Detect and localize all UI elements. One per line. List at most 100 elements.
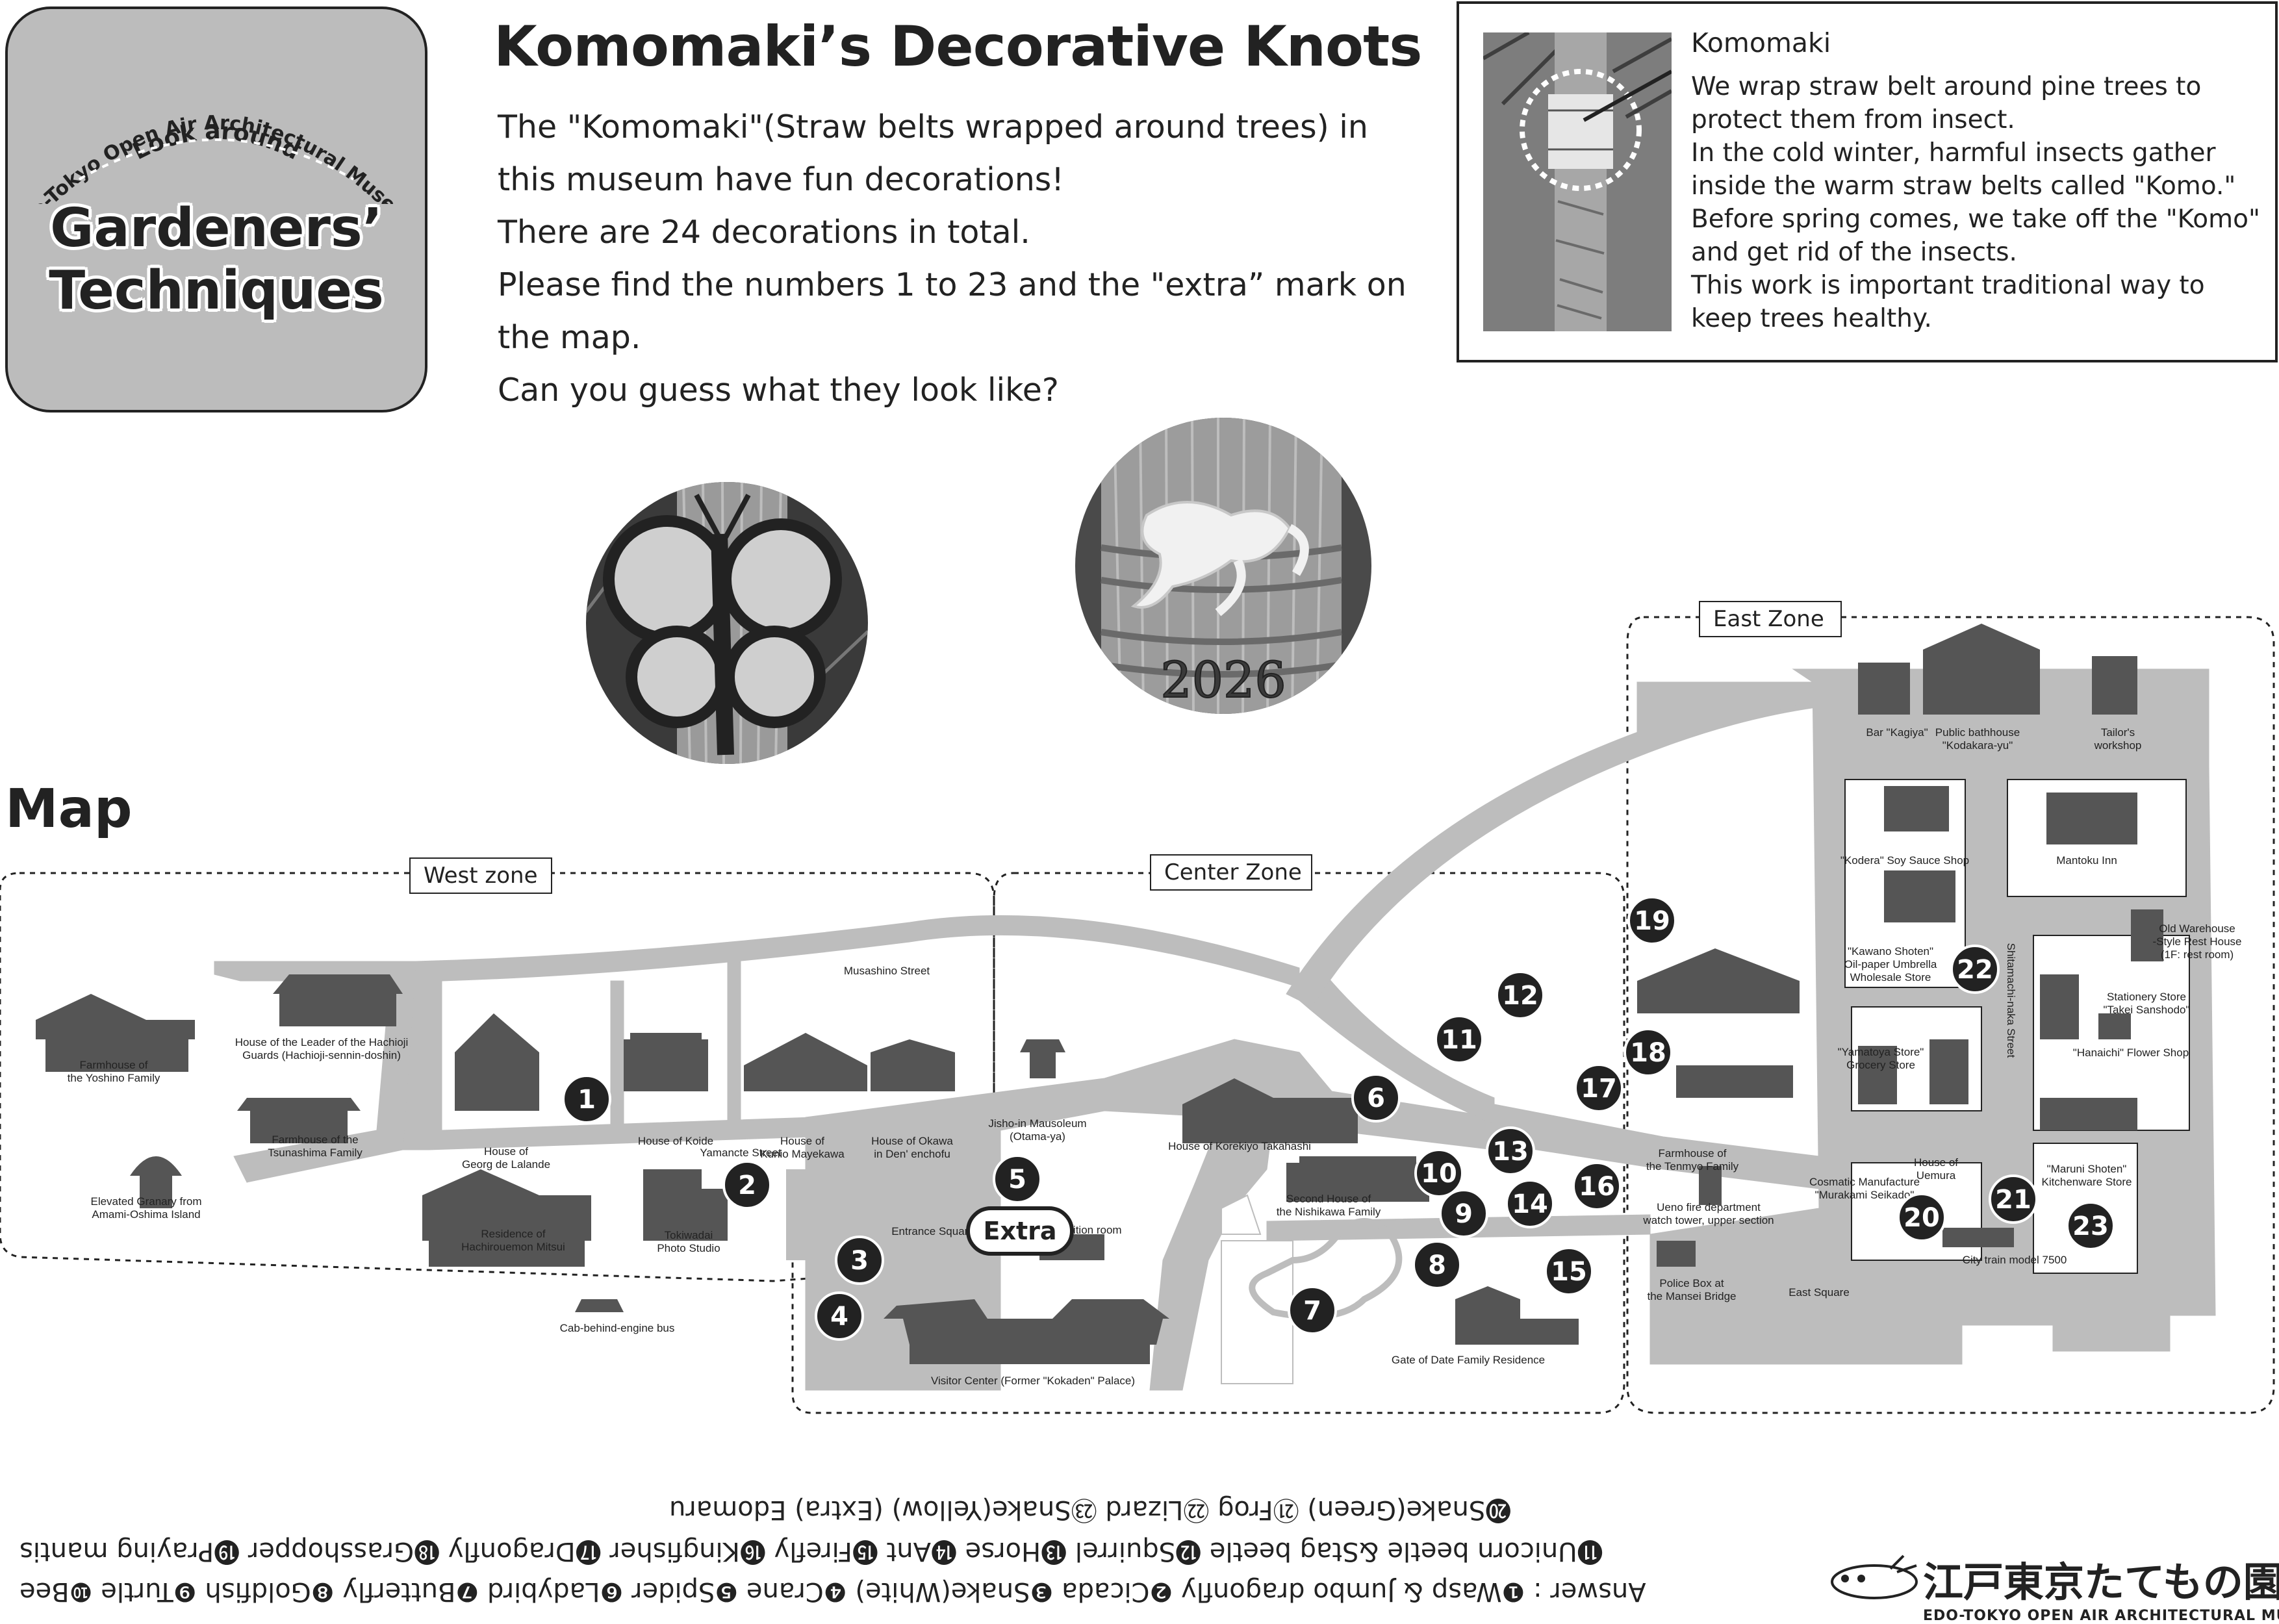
map-marker-number: 19	[1634, 906, 1670, 936]
map-marker-6: 6	[1351, 1073, 1401, 1123]
map-marker-11: 11	[1434, 1015, 1484, 1064]
building-label-koide: House of Koide	[638, 1135, 713, 1147]
komomaki-line: Before spring comes, we take off the "Ko…	[1691, 205, 2260, 234]
map-marker-circle	[1288, 1286, 1337, 1335]
building-label-jisho: Jisho-in Mausoleum(Otama-ya)	[988, 1117, 1086, 1143]
map-marker-10: 10	[1414, 1148, 1464, 1198]
road-to-east	[1494, 1104, 1820, 1189]
map-marker-circle	[1412, 1240, 1462, 1289]
map-marker-23: 23	[2066, 1201, 2115, 1250]
map-marker-7: 7	[1288, 1286, 1337, 1335]
extra-marker: Extra	[966, 1206, 1074, 1256]
logo-japanese: 江戸東京たてもの園	[1923, 1558, 2279, 1606]
building-label-maruni: "Maruni Shoten"Kitchenware Store	[2042, 1163, 2132, 1188]
map-marker-number: 23	[2072, 1212, 2109, 1241]
map-marker-number: 21	[1995, 1185, 2031, 1215]
map-marker-12: 12	[1496, 971, 1545, 1020]
map-marker-21: 21	[1989, 1174, 2038, 1224]
map-marker-circle	[1950, 945, 2000, 994]
komomaki-line: This work is important traditional way t…	[1691, 271, 2205, 300]
map-marker-number: 16	[1579, 1172, 1615, 1202]
map-marker-circle	[1505, 1179, 1555, 1228]
map-marker-circle	[1627, 896, 1677, 945]
building-label-entrance: Entrance Square	[891, 1225, 974, 1237]
extra-label: Extra	[983, 1217, 1056, 1245]
building-label-yamatoya: "Yamatoya Store"Grocery Store	[1838, 1046, 1924, 1071]
map-marker-circle	[1574, 1063, 1623, 1113]
map-marker-14: 14	[1505, 1179, 1555, 1228]
komomaki-line: We wrap straw belt around pine trees to	[1691, 72, 2202, 101]
map-marker-circle	[1989, 1174, 2038, 1224]
page-title: Komomaki’s Decorative Knots	[494, 14, 1422, 79]
komomaki-line: keep trees healthy.	[1691, 304, 1932, 333]
road-arc-north	[1286, 680, 1898, 1008]
map-marker-13: 13	[1486, 1126, 1535, 1176]
map-marker-4: 4	[815, 1291, 864, 1341]
map-marker-8: 8	[1412, 1240, 1462, 1289]
komomaki-info-box	[1457, 1, 2278, 362]
answers-line2: ⓫Unicorn beetle &Stag beetle ⓬Squirrel ⓭…	[19, 1536, 1603, 1566]
map-heading: Map	[5, 778, 133, 840]
building-label-visitor: Visitor Center (Former "Kokaden" Palace)	[931, 1375, 1135, 1387]
building-label-train: City train model 7500	[1963, 1254, 2067, 1266]
map-marker-number: 20	[1903, 1203, 1940, 1233]
komomaki-line: and get rid of the insects.	[1691, 238, 2017, 267]
building-label-date: Gate of Date Family Residence	[1392, 1354, 1545, 1366]
komomaki-line: inside the warm straw belts called "Komo…	[1691, 171, 2236, 201]
badge-title-line2: Techniques	[49, 260, 384, 322]
map-marker-number: 2	[738, 1171, 756, 1200]
map-marker-circle	[562, 1074, 611, 1124]
map-marker-2: 2	[722, 1160, 772, 1210]
map-marker-number: 15	[1551, 1257, 1587, 1287]
komomaki-description: We wrap straw belt around pine trees to …	[1691, 70, 2269, 335]
building-label-cosmetic: Cosmatic Manufacture"Murakami Seikado"	[1809, 1176, 1920, 1201]
map-marker-circle	[1496, 971, 1545, 1020]
map-marker-22: 22	[1950, 945, 2000, 994]
map-marker-number: 1	[578, 1085, 596, 1115]
map-marker-17: 17	[1574, 1063, 1623, 1113]
answers-line3: ⓴Snake(Green) ㉑Frog ㉒Lizard ㉓Snake(Yello…	[669, 1495, 1512, 1525]
map-marker-number: 17	[1581, 1074, 1617, 1104]
frog-photo: 2026	[1075, 418, 1371, 714]
logo-english: EDO-TOKYO OPEN AIR ARCHITECTURAL MUSEUM	[1923, 1608, 2279, 1624]
center-zone-label: Center Zone	[1150, 854, 1312, 891]
map-marker-circle	[1486, 1126, 1535, 1176]
street-musashino: Musashino Street	[844, 965, 930, 977]
map-marker-5: 5	[993, 1154, 1042, 1204]
map-marker-number: 18	[1630, 1038, 1666, 1068]
title-badge: Look around Edo-Tokyo Open Air Architect…	[5, 6, 427, 412]
intro-text: The "Komomaki"(Straw belts wrapped aroun…	[498, 101, 1407, 416]
map-marker-3: 3	[835, 1236, 884, 1285]
map-marker-number: 12	[1502, 981, 1538, 1011]
komomaki-title: Komomaki	[1691, 27, 1831, 58]
map-marker-18: 18	[1623, 1028, 1673, 1077]
west-zone-label: West zone	[409, 857, 552, 894]
map-marker-number: 6	[1367, 1084, 1385, 1113]
edomaru-mascot-icon	[1831, 1554, 1918, 1599]
building-label-kagiya: Bar "Kagiya"	[1866, 726, 1928, 739]
building-label-takahashi: House of Korekiyo Takahashi	[1168, 1140, 1311, 1152]
map-marker-number: 7	[1303, 1296, 1321, 1326]
street-shitamachi: Shitamachi-naka Street	[2005, 943, 2017, 1058]
map-marker-circle	[1544, 1247, 1594, 1296]
map-marker-circle	[1351, 1073, 1401, 1123]
map-marker-number: 4	[830, 1302, 848, 1332]
map-marker-number: 14	[1512, 1189, 1548, 1219]
map-marker-number: 8	[1428, 1250, 1446, 1280]
building-label-bus: Cab-behind-engine bus	[560, 1322, 675, 1334]
building-label-mantoku: Mantoku Inn	[2056, 854, 2117, 867]
map-marker-circle	[993, 1154, 1042, 1204]
map-marker-circle	[722, 1160, 772, 1210]
intro-line: There are 24 decorations in total.	[498, 214, 1030, 251]
